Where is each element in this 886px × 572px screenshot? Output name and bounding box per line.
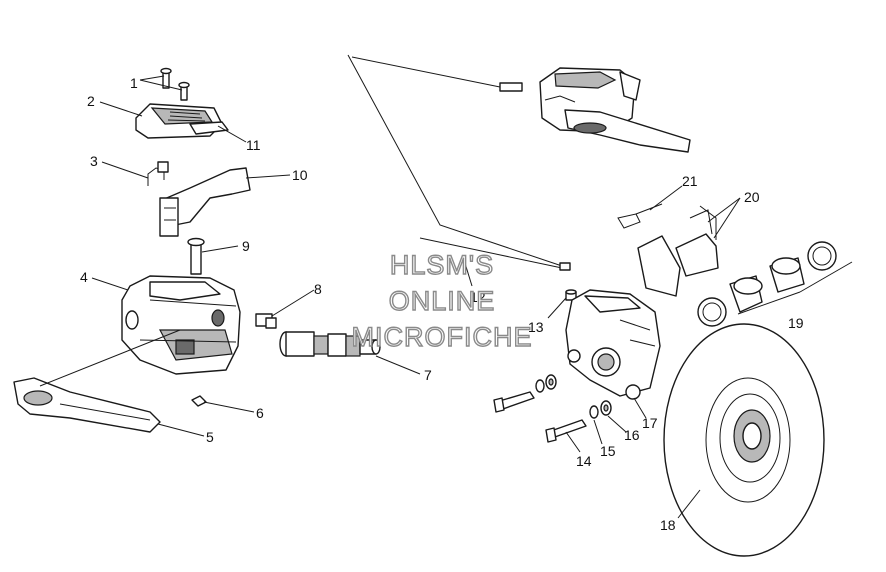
- part-20-brake-pads: [637, 205, 719, 297]
- part-17-caliper: [565, 289, 661, 400]
- brake-line: [347, 54, 571, 271]
- callout-16: 16: [624, 427, 640, 443]
- part-7-piston-kit: [279, 331, 381, 357]
- callout-10: 10: [292, 167, 308, 183]
- part-4-master-cylinder-body: [121, 275, 241, 375]
- part-19-seal-kit: [697, 241, 837, 327]
- watermark-line-2: ONLINE: [389, 286, 496, 316]
- callout-13: 13: [528, 319, 544, 335]
- part-6-pin: [191, 395, 207, 407]
- callout-14: 14: [576, 453, 592, 469]
- callout-7: 7: [424, 367, 432, 383]
- master-cylinder-assembly: [539, 67, 691, 153]
- part-15-lock-washers: [535, 379, 599, 419]
- part-11-diaphragm: [189, 121, 229, 135]
- leader-lines: [39, 75, 853, 519]
- callout-1: 1: [130, 75, 138, 91]
- callout-17: 17: [642, 415, 658, 431]
- callout-15: 15: [600, 443, 616, 459]
- callout-12: 12: [470, 289, 486, 305]
- part-14-caliper-bolts: [493, 391, 587, 443]
- callout-numbers: 1 2 3 4 5 6 7 8 9 10 11 12 13 14 15 16 1…: [80, 75, 804, 533]
- callout-9: 9: [242, 238, 250, 254]
- part-13-bleeder-screw: [565, 289, 577, 301]
- callout-6: 6: [256, 405, 264, 421]
- watermark-line-1: HLSM'S: [390, 250, 494, 280]
- callout-11: 11: [246, 137, 261, 153]
- part-10-lever-bracket: [159, 167, 251, 237]
- callout-21: 21: [682, 173, 698, 189]
- part-16-flat-washers: [545, 374, 612, 416]
- callout-18: 18: [660, 517, 676, 533]
- watermark-line-3: MICROFICHE: [352, 322, 533, 352]
- part-5-brake-lever: [13, 377, 161, 433]
- callout-5: 5: [206, 429, 214, 445]
- callout-3: 3: [90, 153, 98, 169]
- callout-2: 2: [87, 93, 95, 109]
- callout-19: 19: [788, 315, 804, 331]
- part-8-brake-switch: [255, 313, 277, 329]
- part-9-pivot-bolt: [187, 237, 205, 275]
- part-3-clip: [147, 161, 169, 186]
- part-21-pad-spring: [617, 203, 663, 229]
- part-18-brake-disc: [663, 323, 825, 557]
- callout-4: 4: [80, 269, 88, 285]
- watermark: HLSM'S ONLINE MICROFICHE: [351, 249, 533, 352]
- callout-20: 20: [744, 189, 760, 205]
- part-1-cover-screws: [160, 67, 190, 101]
- callout-8: 8: [314, 281, 322, 297]
